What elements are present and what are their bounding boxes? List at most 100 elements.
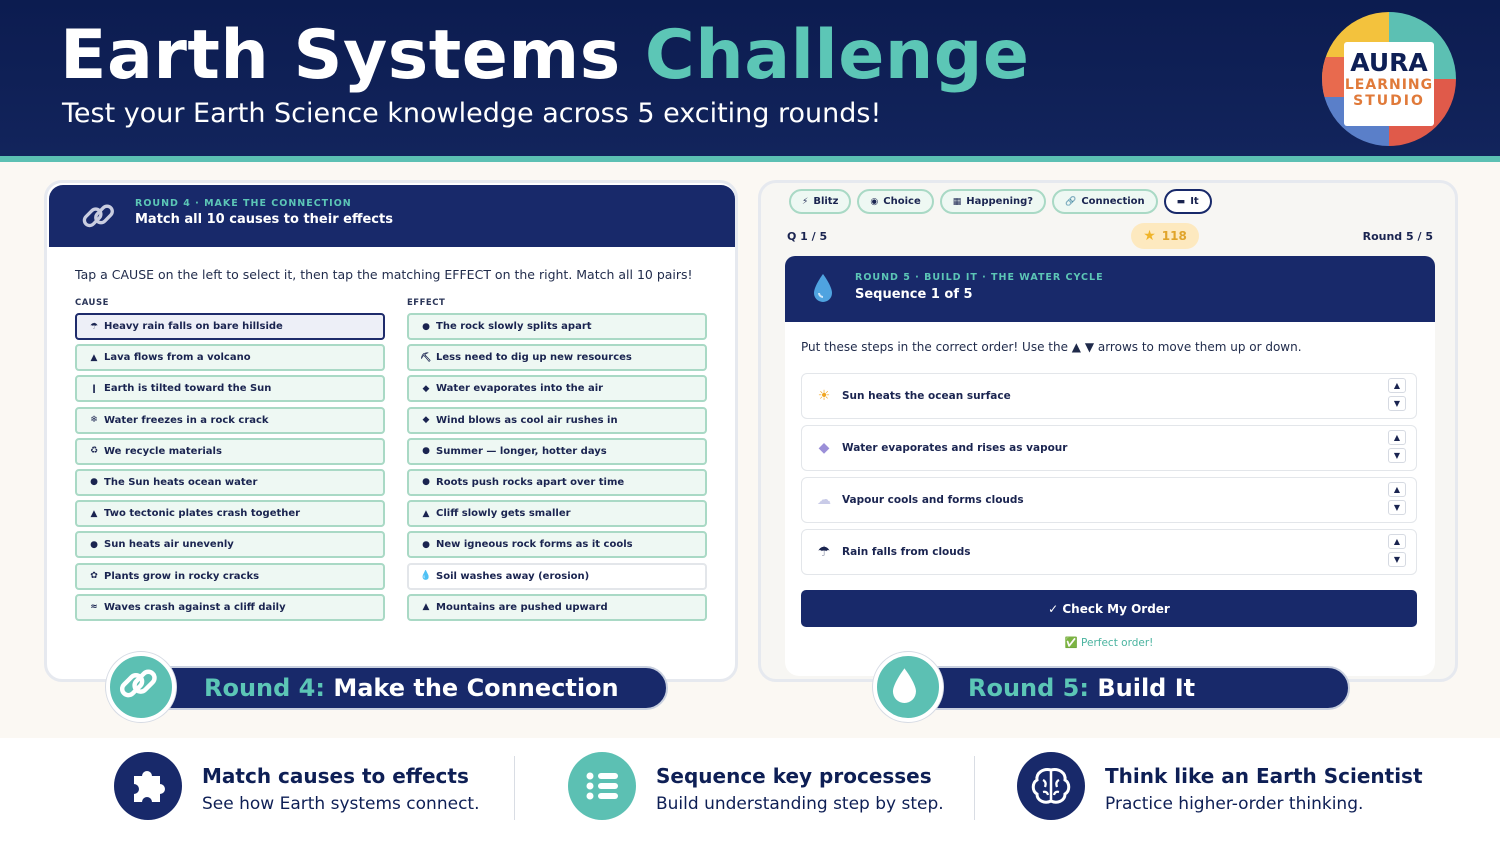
move-down-button[interactable]: ▼: [1388, 396, 1406, 411]
round5-banner-name: Build It: [1097, 674, 1196, 702]
sequence-step[interactable]: ◆Water evaporates and rises as vapour▲▼: [801, 425, 1417, 471]
effect-item[interactable]: ● Summer — longer, hotter days: [407, 437, 707, 465]
cause-item[interactable]: ●Sun heats air unevenly: [75, 531, 385, 559]
cause-item-label: The Sun heats ocean water: [104, 476, 258, 488]
effect-item-icon: ▲: [422, 602, 430, 613]
effect-item-label: Wind blows as cool air rushes in: [436, 414, 618, 426]
move-down-button[interactable]: ▼: [1388, 552, 1406, 567]
round4-title: Match all 10 causes to their effects: [135, 212, 393, 227]
move-up-button[interactable]: ▲: [1388, 534, 1406, 549]
result-message: ✅ Perfect order!: [1064, 637, 1154, 649]
effect-item[interactable]: 💧 Soil washes away (erosion): [407, 562, 707, 590]
cause-column-header: CAUSE: [75, 298, 109, 308]
round4-kicker: ROUND 4 · MAKE THE CONNECTION: [135, 198, 352, 209]
effect-item-label: The rock slowly splits apart: [436, 321, 592, 332]
step-arrows: ▲▼: [1388, 430, 1406, 463]
tab-connection[interactable]: 🔗 Connection: [1052, 189, 1158, 214]
cause-item-icon: ▲: [90, 508, 98, 519]
move-up-button[interactable]: ▲: [1388, 430, 1406, 445]
tab-choice[interactable]: ◉ Choice: [857, 189, 934, 214]
round5-header: ROUND 5 · BUILD IT · THE WATER CYCLE Seq…: [785, 256, 1435, 322]
effect-item[interactable]: ● The rock slowly splits apart: [407, 313, 707, 340]
cause-item-label: Waves crash against a cliff daily: [104, 601, 286, 613]
drop-badge-icon: [873, 652, 943, 722]
tab-icon: 🔗: [1065, 196, 1077, 207]
effect-item-icon: ●: [422, 446, 430, 457]
effect-column-header: EFFECT: [407, 298, 446, 308]
cause-item[interactable]: ♻We recycle materials: [75, 437, 385, 465]
sequence-card: ROUND 5 · BUILD IT · THE WATER CYCLE Seq…: [785, 256, 1435, 676]
footer-subtitle: Practice higher-order thinking.: [1105, 794, 1364, 814]
move-up-button[interactable]: ▲: [1388, 482, 1406, 497]
effect-item[interactable]: ⛏Less need to dig up new resources: [407, 344, 707, 372]
effect-item[interactable]: ●New igneous rock forms as it cools: [407, 531, 707, 559]
effect-item-icon: ⛏: [420, 352, 432, 363]
sequence-step[interactable]: ☁Vapour cools and forms clouds▲▼: [801, 477, 1417, 523]
effect-item-label: Soil washes away (erosion): [436, 570, 590, 582]
effect-item[interactable]: ◆ Wind blows as cool air rushes in: [407, 406, 707, 434]
cause-item[interactable]: ❄Water freezes in a rock crack: [75, 406, 385, 434]
footer-divider: [514, 756, 515, 820]
move-down-button[interactable]: ▼: [1388, 448, 1406, 463]
effect-item[interactable]: ▲ Mountains are pushed upward: [407, 593, 707, 621]
effect-item[interactable]: ◆Water evaporates into the air: [407, 375, 707, 403]
cause-item-icon: ≈: [90, 602, 98, 613]
tab-icon: ▦: [952, 196, 962, 207]
move-down-button[interactable]: ▼: [1388, 500, 1406, 515]
cause-item[interactable]: ●The Sun heats ocean water: [75, 468, 385, 496]
cause-item[interactable]: ▲ Two tectonic plates crash together: [75, 500, 385, 528]
cause-item-label: Heavy rain falls on bare hillside: [104, 321, 283, 332]
tab-label: Choice: [883, 196, 921, 207]
step-label: Vapour cools and forms clouds: [842, 494, 1024, 506]
tab-blitz[interactable]: ⚡ Blitz: [789, 189, 852, 214]
score-badge: ★118: [1131, 223, 1199, 249]
move-up-button[interactable]: ▲: [1388, 378, 1406, 393]
effect-item[interactable]: ●Roots push rocks apart over time: [407, 468, 707, 496]
tab-it[interactable]: ▬It: [1163, 189, 1212, 214]
tab-label: Blitz: [813, 196, 839, 207]
cause-item-label: Water freezes in a rock crack: [104, 414, 269, 426]
footer-title: Match causes to effects: [202, 764, 469, 788]
step-icon: ◆: [818, 440, 830, 456]
question-counter: Q 1 / 5: [787, 230, 828, 243]
round5-panel: ⚡ Blitz ◉ Choice ▦Happening? 🔗 Connection ▬It Q…: [758, 180, 1458, 682]
effect-item-icon: ◆: [422, 415, 430, 426]
cause-item-icon: ▲: [90, 352, 98, 363]
cause-item-label: Sun heats air unevenly: [104, 539, 234, 551]
round5-banner: Round 5: Build It: [900, 666, 1350, 710]
sequence-step[interactable]: ☂Rain falls from clouds▲▼: [801, 529, 1417, 575]
effect-item-icon: ●: [422, 539, 430, 550]
water-drop-icon: [814, 274, 832, 302]
tab-label: Connection: [1081, 196, 1145, 207]
tab-icon: ⚡: [802, 196, 809, 207]
tab-icon: ◉: [870, 196, 879, 207]
cause-item-label: Earth is tilted toward the Sun: [104, 383, 272, 395]
effect-item-icon: ●: [422, 321, 430, 332]
tab-happening[interactable]: ▦Happening?: [939, 189, 1047, 214]
star-icon: ★: [1143, 228, 1156, 244]
cause-item[interactable]: ☂Heavy rain falls on bare hillside: [75, 313, 385, 340]
round5-instructions: Put these steps in the correct order! Us…: [801, 340, 1302, 354]
puzzle-icon: [114, 752, 182, 820]
round4-instructions: Tap a CAUSE on the left to select it, th…: [75, 267, 693, 282]
check-order-button[interactable]: ✓ Check My Order: [801, 590, 1417, 627]
cause-item[interactable]: ≈ Waves crash against a cliff daily: [75, 593, 385, 621]
round-tabs: ⚡ Blitz ◉ Choice ▦Happening? 🔗 Connection ▬It: [789, 189, 1212, 214]
effect-item[interactable]: ▲Cliff slowly gets smaller: [407, 500, 707, 528]
sequence-steps: ☀Sun heats the ocean surface▲▼◆Water eva…: [801, 373, 1417, 581]
cause-item[interactable]: ▲ Lava flows from a volcano: [75, 344, 385, 372]
cause-item-icon: ✿: [90, 571, 98, 581]
cause-item[interactable]: ✿Plants grow in rocky cracks: [75, 562, 385, 590]
cause-item-label: Lava flows from a volcano: [104, 352, 251, 364]
effect-item-label: Mountains are pushed upward: [436, 601, 608, 613]
list-icon: [568, 752, 636, 820]
effect-item-label: Summer — longer, hotter days: [436, 445, 607, 457]
cause-item-label: Two tectonic plates crash together: [104, 508, 301, 520]
effect-item-icon: 💧: [420, 571, 432, 581]
header-divider: [0, 156, 1500, 162]
sequence-step[interactable]: ☀Sun heats the ocean surface▲▼: [801, 373, 1417, 419]
step-label: Water evaporates and rises as vapour: [842, 442, 1068, 454]
round5-title: Sequence 1 of 5: [855, 287, 973, 302]
footer-divider: [974, 756, 975, 820]
